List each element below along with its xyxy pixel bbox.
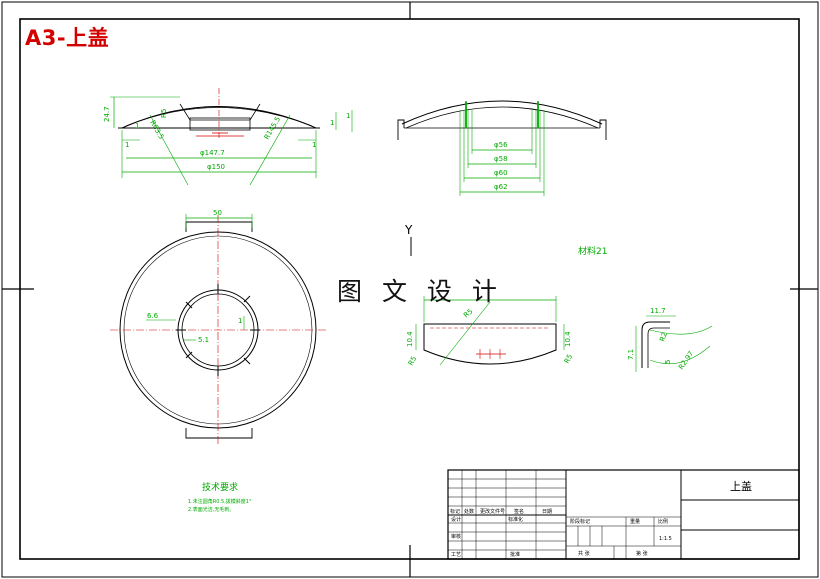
detail-dim-r: R5 bbox=[462, 307, 474, 319]
tb-cell-i: 重量 bbox=[630, 518, 640, 525]
dim-one-c: 1 bbox=[312, 141, 316, 149]
corner-dim-r2-97: R2.97 bbox=[677, 350, 695, 371]
dim-phi-56: φ56 bbox=[494, 141, 508, 149]
tb-cell-h: 阶段标记 bbox=[570, 518, 590, 525]
detail-dim-10-4-left: 10.4 bbox=[406, 331, 414, 347]
corner-dim-7-1: 7.1 bbox=[627, 349, 635, 360]
tb-cell-l: 工艺 bbox=[451, 552, 461, 558]
dim-6-6: 6.6 bbox=[147, 312, 159, 320]
corner-detail-view bbox=[635, 315, 713, 372]
material-mark: 材料21 bbox=[578, 245, 607, 257]
tb-cell-n: 共 张 bbox=[578, 550, 590, 557]
dim-phi-60: φ60 bbox=[494, 169, 508, 177]
tb-cell-g: 标准化 bbox=[508, 516, 523, 523]
corner-dim-r2: R2 bbox=[658, 331, 669, 343]
tb-scale: 1:1.5 bbox=[659, 536, 672, 542]
tb-cell-d: 签名 bbox=[514, 508, 524, 515]
dim-one-d: 1 bbox=[330, 119, 334, 127]
dim-phi-inner: φ147.7 bbox=[200, 149, 225, 157]
tb-cell-c: 更改文件号 bbox=[480, 508, 505, 515]
part-name: 上盖 bbox=[730, 479, 752, 493]
axis-y-label: Y bbox=[404, 223, 413, 237]
dim-1-top: 1 bbox=[238, 317, 242, 325]
dim-one-a: 1 bbox=[135, 122, 139, 130]
dim-height: 24.7 bbox=[103, 106, 111, 122]
front-view bbox=[110, 88, 353, 186]
dim-phi-outer: φ150 bbox=[207, 163, 225, 171]
detail-dim-r-right: R5 bbox=[563, 353, 575, 365]
tb-cell-b: 处数 bbox=[464, 508, 474, 515]
dim-phi-62: φ62 bbox=[494, 183, 508, 191]
tech-req-line2: 2.表面光洁,无毛刺。 bbox=[188, 506, 234, 513]
tb-cell-m: 批准 bbox=[510, 551, 520, 558]
tech-req-title: 技术要求 bbox=[202, 481, 238, 493]
dim-one-e: 1 bbox=[346, 112, 350, 120]
detail-dim-r-left: R5 bbox=[407, 355, 419, 367]
tb-cell-o: 第 张 bbox=[636, 550, 648, 557]
tech-req-line1: 1.未注圆角R0.5,拔模斜度1° bbox=[188, 498, 252, 505]
tb-cell-k: 审核 bbox=[451, 533, 461, 540]
watermark-text: 图 文 设 计 bbox=[337, 277, 503, 306]
detail-view bbox=[415, 296, 565, 366]
detail-dim-10-4-right: 10.4 bbox=[564, 331, 572, 347]
corner-dim-5: 5 bbox=[664, 360, 672, 364]
sheet-title: A3-上盖 bbox=[25, 26, 110, 50]
top-view bbox=[110, 214, 326, 445]
dim-r-left: R63.5 bbox=[148, 119, 165, 141]
tb-cell-f: 设计 bbox=[451, 516, 461, 523]
tb-cell-e: 日期 bbox=[542, 509, 552, 515]
section-view bbox=[397, 100, 607, 196]
tb-cell-a: 标记 bbox=[450, 508, 460, 515]
dim-one-b: 1 bbox=[125, 141, 129, 149]
dim-5-1: 5.1 bbox=[198, 336, 209, 344]
title-block bbox=[447, 469, 800, 560]
tb-cell-j: 比例 bbox=[658, 518, 668, 525]
dim-r-small: R5 bbox=[160, 109, 168, 118]
dim-50: 50 bbox=[213, 209, 222, 217]
dim-phi-58: φ58 bbox=[494, 155, 508, 163]
corner-dim-11-7: 11.7 bbox=[650, 307, 666, 315]
